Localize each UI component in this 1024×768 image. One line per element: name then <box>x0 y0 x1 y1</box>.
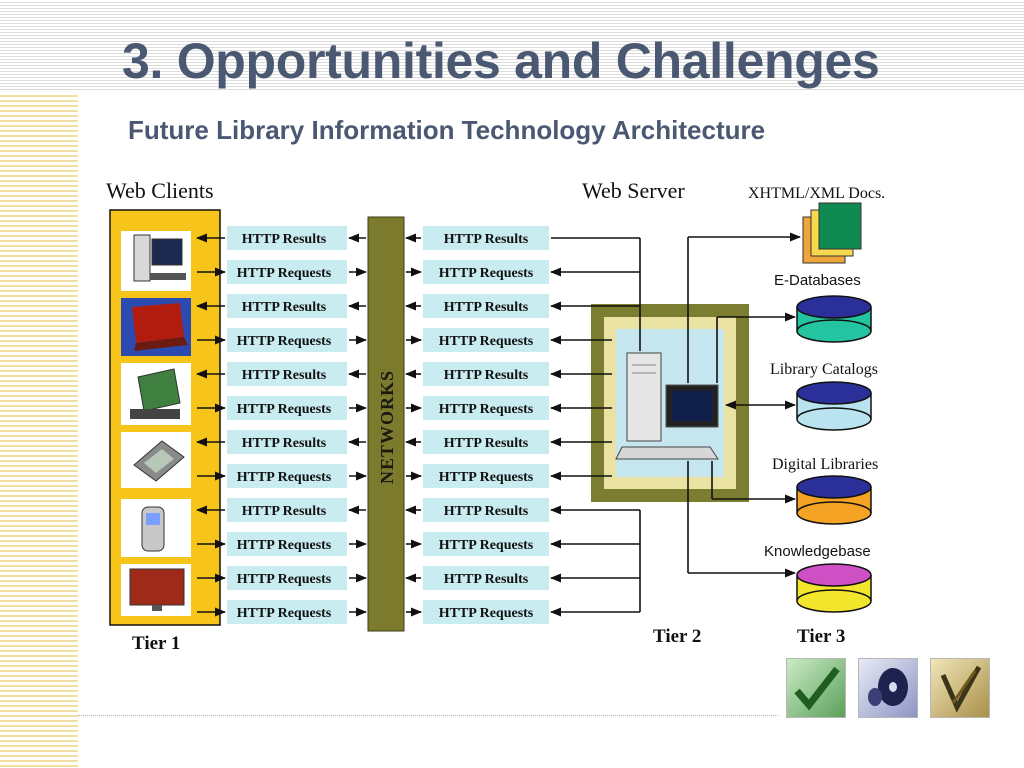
left-message-2: HTTP Requests <box>237 266 332 281</box>
right-message-9: HTTP Results <box>444 504 529 519</box>
e-databases-icon <box>796 295 872 343</box>
side-stripes <box>0 92 78 768</box>
server-computer-icon <box>615 352 719 460</box>
right-message-10: HTTP Requests <box>439 538 534 553</box>
digital-libraries-icon <box>796 475 872 525</box>
client-arrows <box>195 233 227 617</box>
digital-libraries-label: Digital Libraries <box>772 456 878 473</box>
disc-button[interactable] <box>858 658 918 718</box>
left-message-6: HTTP Requests <box>237 402 332 417</box>
header-stripes <box>0 0 1024 92</box>
web-server-label: Web Server <box>582 178 685 203</box>
pen-button[interactable] <box>930 658 990 718</box>
tier-2-label: Tier 2 <box>653 626 701 647</box>
xml-docs-label: XHTML/XML Docs. <box>748 185 885 202</box>
library-catalogs-label: Library Catalogs <box>770 361 878 378</box>
architecture-diagram: Web Clients Tier 1 <box>100 165 920 665</box>
left-message-5: HTTP Results <box>242 368 327 383</box>
right-message-6: HTTP Requests <box>439 402 534 417</box>
left-message-boxes <box>227 226 347 624</box>
right-message-5: HTTP Results <box>444 368 529 383</box>
right-message-7: HTTP Results <box>444 436 529 451</box>
right-message-2: HTTP Requests <box>439 266 534 281</box>
checkmark-icon <box>794 666 840 711</box>
knowledgebase-icon <box>796 563 872 613</box>
left-message-10: HTTP Requests <box>237 538 332 553</box>
left-message-7: HTTP Results <box>242 436 327 451</box>
web-clients-label: Web Clients <box>106 178 214 203</box>
flat-screen-icon <box>121 564 191 616</box>
divider-line <box>78 715 778 716</box>
tier-1-label: Tier 1 <box>132 633 180 654</box>
desktop-computer-icon <box>121 231 191 291</box>
networks-label: NETWORKS <box>377 370 397 484</box>
library-catalogs-icon <box>796 381 872 431</box>
left-message-9: HTTP Results <box>242 504 327 519</box>
right-message-3: HTTP Results <box>444 300 529 315</box>
networks-bar <box>367 216 405 632</box>
network-left-arrows <box>347 233 368 617</box>
server-connectors <box>549 237 641 617</box>
pen-icon <box>940 665 982 713</box>
knowledgebase-label: Knowledgebase <box>764 543 871 560</box>
checkmark-button[interactable] <box>786 658 846 718</box>
slide-subtitle: Future Library Information Technology Ar… <box>128 115 766 145</box>
e-databases-label: E-Databases <box>774 272 861 289</box>
network-right-arrows <box>404 233 423 617</box>
right-message-1: HTTP Results <box>444 232 529 247</box>
right-message-4: HTTP Requests <box>439 334 534 349</box>
left-message-8: HTTP Requests <box>237 470 332 485</box>
left-message-1: HTTP Results <box>242 232 327 247</box>
laptop-icon <box>121 298 191 356</box>
left-message-12: HTTP Requests <box>237 606 332 621</box>
mobile-phone-icon <box>121 499 191 557</box>
tier-3-label: Tier 3 <box>797 626 845 647</box>
tablet-pc-icon <box>121 363 191 425</box>
pda-icon <box>121 432 191 488</box>
disc-icon <box>868 668 908 706</box>
right-message-11: HTTP Results <box>444 572 529 587</box>
slide-title: 3. Opportunities and Challenges <box>122 33 880 89</box>
left-message-4: HTTP Requests <box>237 334 332 349</box>
left-message-11: HTTP Requests <box>237 572 332 587</box>
documents-icon <box>802 202 862 264</box>
resource-connectors <box>687 232 802 578</box>
right-message-12: HTTP Requests <box>439 606 534 621</box>
right-message-8: HTTP Requests <box>439 470 534 485</box>
left-message-3: HTTP Results <box>242 300 327 315</box>
right-message-boxes <box>423 226 549 624</box>
